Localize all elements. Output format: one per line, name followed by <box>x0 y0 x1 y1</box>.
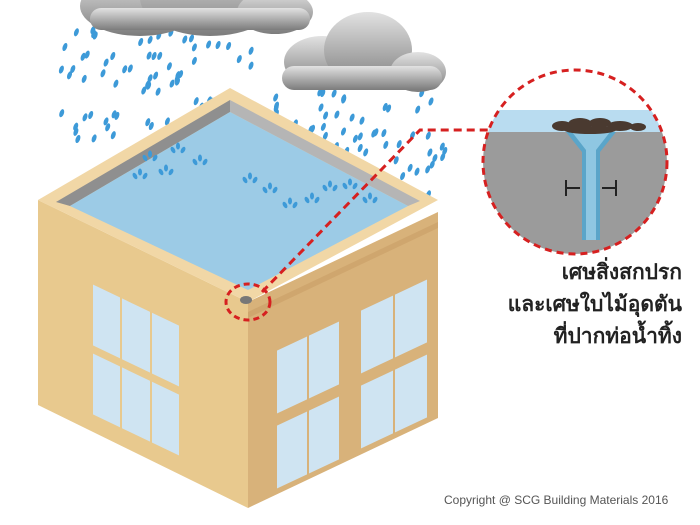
debris-leaves <box>552 118 646 134</box>
caption-line-2: และเศษใบไม้อุดตัน <box>507 292 682 316</box>
caption-line-1: เศษสิ่งสกปรก <box>561 260 682 284</box>
drain-zoom-detail <box>481 68 669 256</box>
caption: เศษสิ่งสกปรก และเศษใบไม้อุดตัน ที่ปากท่อ… <box>452 256 682 352</box>
cloud-left <box>80 0 313 36</box>
roof-drain <box>240 296 252 304</box>
left-wall-windows <box>91 281 181 459</box>
drain-highlight-circle <box>224 282 272 322</box>
cloud-right <box>282 12 446 92</box>
water-splashes <box>132 142 378 209</box>
caption-line-3: ที่ปากท่อน้ำทิ้ง <box>553 324 682 348</box>
leader-line <box>260 128 492 294</box>
copyright-text: Copyright @ SCG Building Materials 2016 <box>444 493 669 507</box>
right-wall-windows <box>275 276 429 492</box>
